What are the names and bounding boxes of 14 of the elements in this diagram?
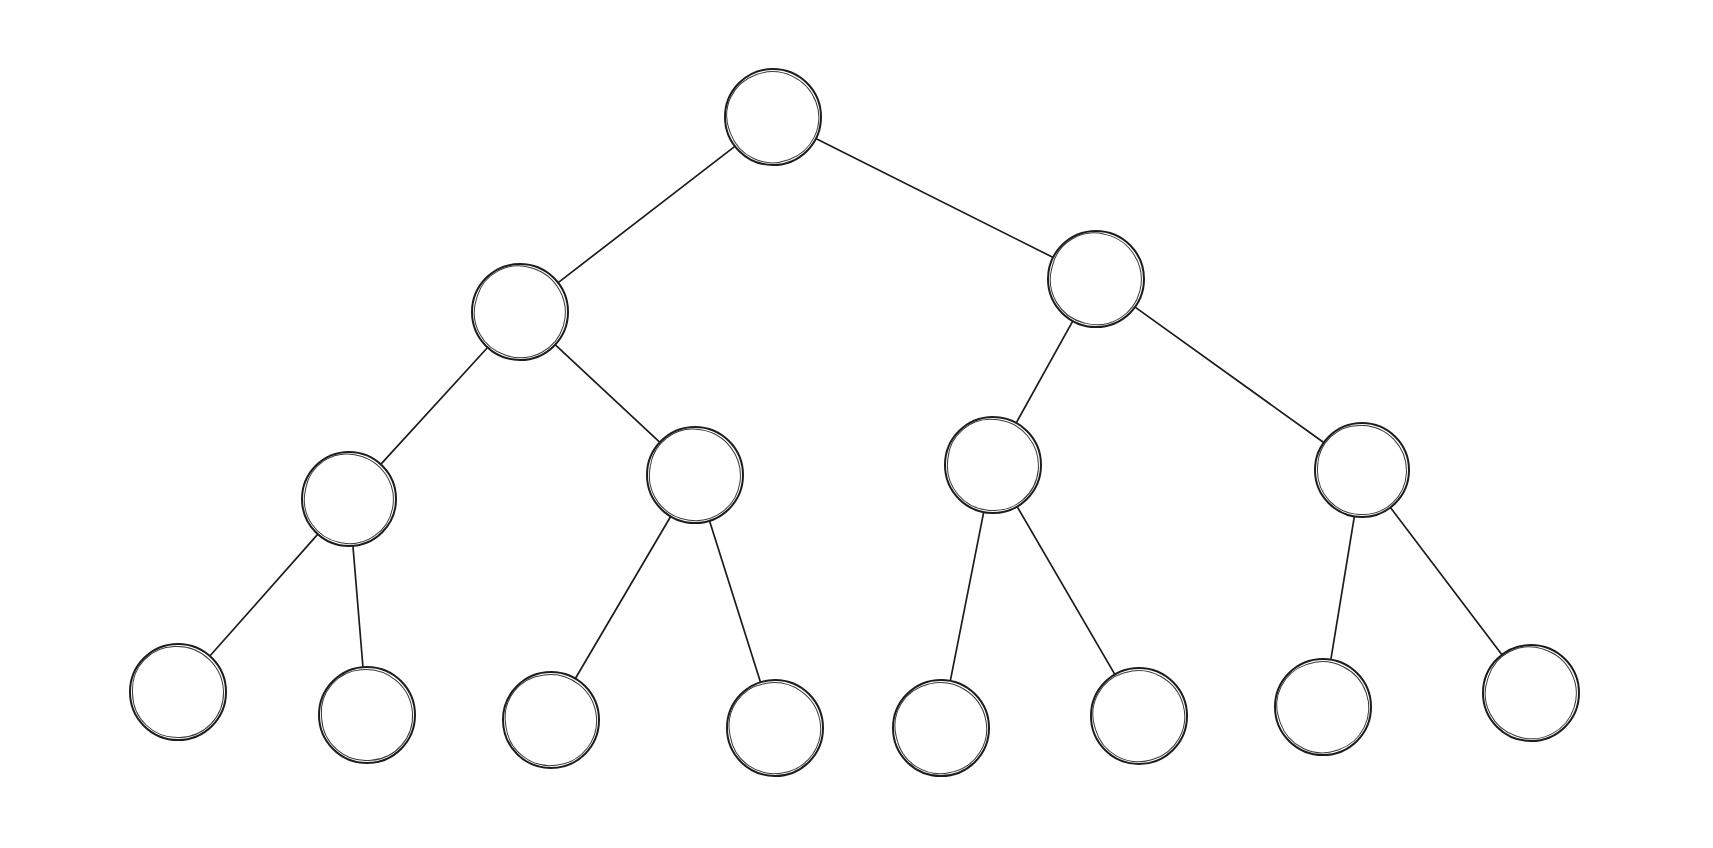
connector-line <box>352 545 364 668</box>
connector-line <box>815 138 1054 258</box>
connector-line <box>574 516 672 679</box>
connector-line <box>380 347 488 465</box>
connector-line <box>1390 507 1503 655</box>
connector-line <box>557 146 736 283</box>
connector-line <box>1016 506 1116 675</box>
connector-line <box>708 520 762 683</box>
connector-line <box>555 344 660 443</box>
connector-line <box>1134 306 1324 443</box>
connector-line <box>209 534 319 657</box>
connector-line <box>949 512 985 681</box>
connector-line <box>1015 321 1074 423</box>
connector-line <box>1330 516 1356 660</box>
